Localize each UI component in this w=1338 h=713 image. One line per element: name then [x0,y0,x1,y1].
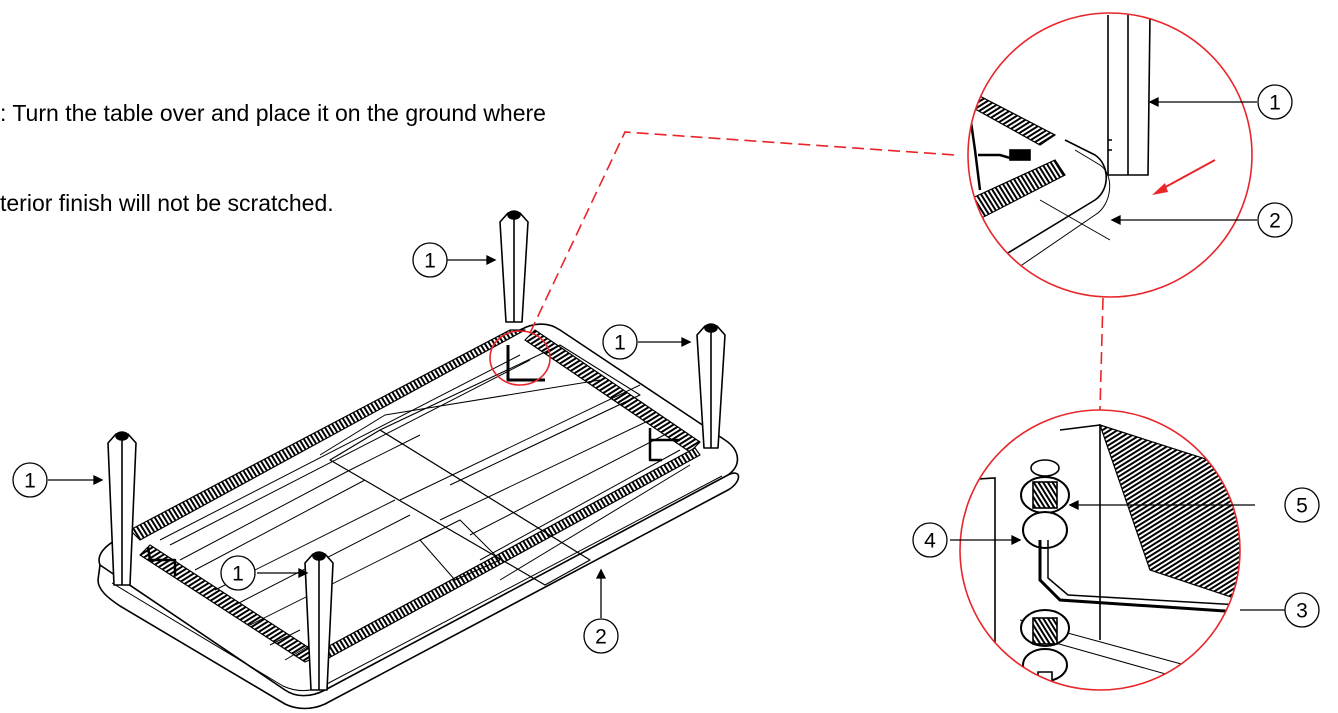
svg-text:4: 4 [924,530,936,553]
callout-leg-back: 1 [412,242,448,278]
detail-marker-circle [489,330,551,386]
tabletop-edge [97,472,740,710]
detail-view-bottom [959,409,1241,691]
svg-text:3: 3 [1296,600,1308,623]
svg-text:1: 1 [24,470,36,493]
leg-back [499,210,529,323]
leg-left [107,431,137,586]
callout-detail-tabletop: 2 [1257,202,1293,238]
detail-connector-line [1099,297,1104,411]
svg-text:2: 2 [1269,210,1281,233]
callout-detail-leg: 1 [1257,84,1293,120]
apron-frame-back [129,329,526,541]
callout-bubbles: 1 1 1 1 2 1 2 5 4 3 [12,84,1320,654]
callout-tabletop: 2 [583,618,619,654]
svg-text:5: 5 [1296,495,1308,518]
red-arrow [1159,159,1216,191]
callout-detail-5: 5 [1284,487,1320,523]
callout-detail-3: 3 [1284,592,1320,628]
leg-front [304,551,334,691]
table-assembly [97,210,740,710]
svg-text:1: 1 [1269,92,1281,115]
callout-leg-front: 1 [220,555,256,591]
instruction-line-1: : Turn the table over and place it on th… [0,100,546,126]
svg-text:1: 1 [232,563,244,586]
svg-text:1: 1 [424,250,436,273]
detail-leader-line [529,131,956,334]
svg-text:2: 2 [595,626,607,649]
leg-right [696,323,726,449]
apron-frame-left-front [317,447,701,661]
callout-leg-left: 1 [12,462,48,498]
callout-leg-right: 1 [602,324,638,360]
callout-detail-4: 4 [912,522,948,558]
instruction-line-2: terior finish will not be scratched. [0,190,334,216]
callouts [48,96,1285,618]
detail-circle-top [967,12,1253,298]
instruction-text: : Turn the table over and place it on th… [0,38,546,248]
detail-circle-bottom [959,409,1241,691]
detail-view-top [967,12,1253,298]
svg-text:1: 1 [614,332,626,355]
